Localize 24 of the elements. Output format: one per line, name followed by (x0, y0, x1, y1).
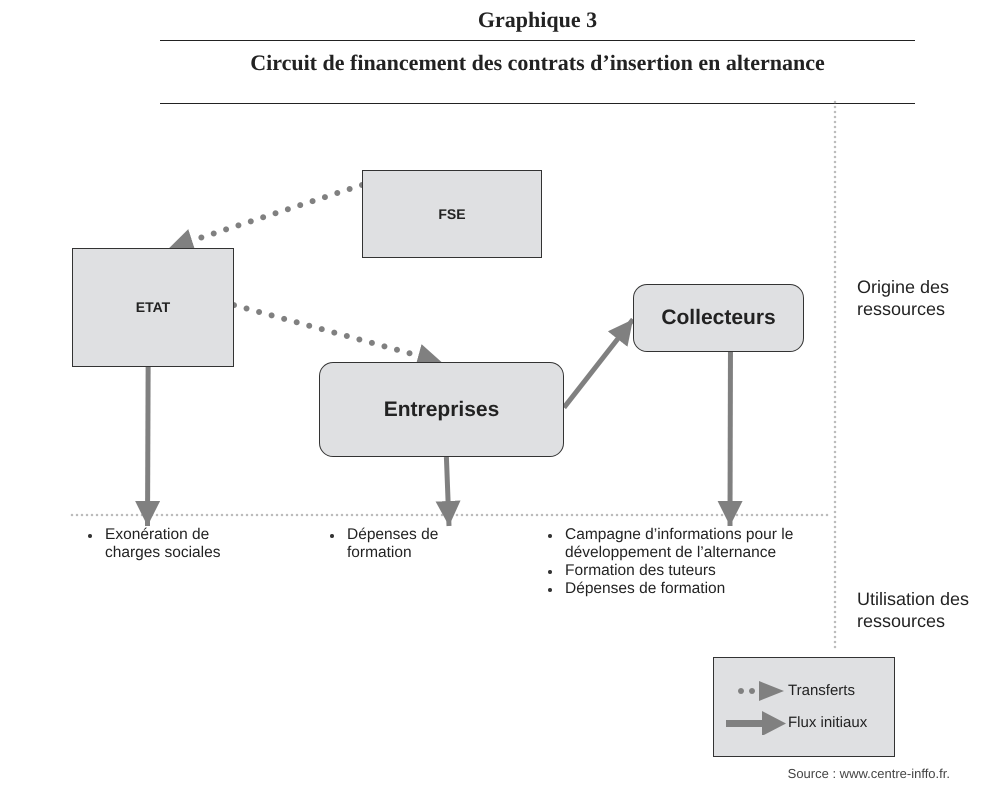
process-box (362, 170, 542, 258)
side-label: Utilisation des ressources (857, 588, 970, 632)
process-box (72, 248, 234, 367)
legend-label: Transferts (788, 680, 855, 701)
bullet-text: Formation des tuteurs (565, 562, 716, 580)
diagram-title: Circuit de financement des contrats d’insertion en alternance (250, 49, 825, 77)
node-label: FSE (438, 204, 466, 224)
arrow (718, 352, 743, 526)
side-label: Origine des ressources (857, 276, 950, 320)
arrow (562, 318, 635, 410)
rounded-box (633, 284, 804, 352)
arrow (135, 367, 160, 526)
rounded-box (319, 362, 564, 457)
bullet-text: Exonération de charges sociales (105, 526, 222, 562)
node-label: Collecteurs (661, 305, 776, 332)
source-note: Source : www.centre-inffo.fr. (786, 765, 950, 783)
figure-number: Graphique 3 (478, 6, 598, 34)
node-label: Entreprises (384, 396, 500, 423)
legend-label: Flux initiaux (788, 712, 868, 733)
bullet-text: Dépenses de formation (347, 526, 440, 562)
bullet-text: Dépenses de formation (565, 580, 726, 598)
bullet-text: Campagne d’informations pour le développement de l’alternance (565, 526, 794, 562)
arrow (436, 456, 461, 526)
node-label: ETAT (136, 298, 170, 317)
